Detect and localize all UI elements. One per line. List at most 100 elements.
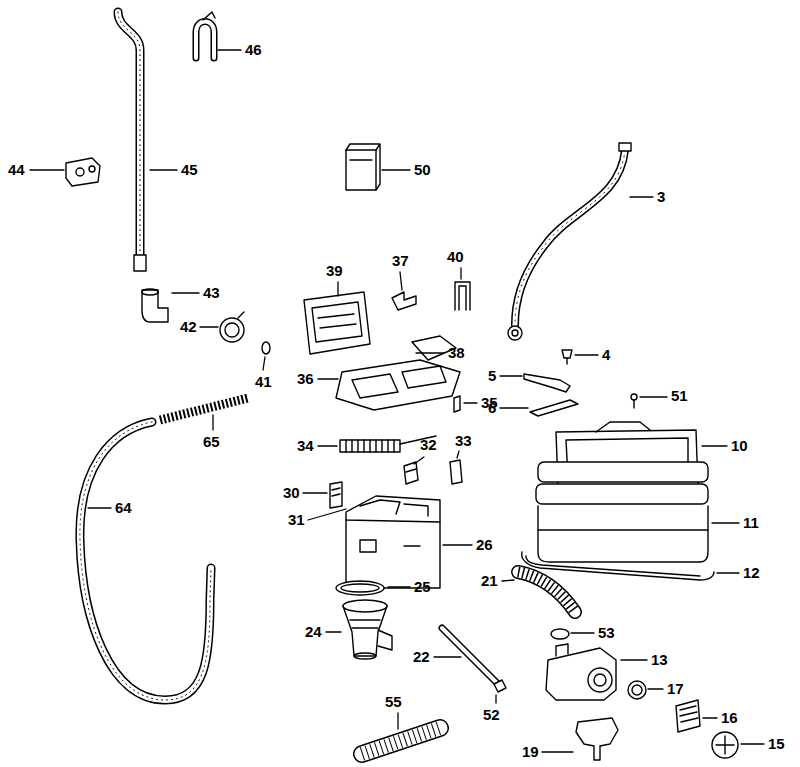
insert: [332, 488, 340, 496]
callout-number: 5: [488, 367, 496, 384]
hose-clamp: [66, 158, 100, 186]
brush: [346, 440, 394, 452]
callout-number: 65: [203, 433, 220, 450]
callout-number: 30: [283, 484, 300, 501]
ring: [336, 581, 384, 595]
callout-number: 32: [420, 436, 437, 453]
dispenser-panel: [304, 292, 370, 354]
inlet-hose: [508, 326, 522, 340]
leader-lines: [741, 743, 764, 744]
o-ring: [551, 629, 569, 639]
callout-number: 22: [413, 648, 430, 665]
callout-number: 12: [743, 564, 760, 581]
callout-number: 11: [743, 514, 759, 531]
leader-lines: [303, 492, 327, 493]
knob-small: [562, 350, 572, 364]
funnel: [343, 600, 387, 612]
leader-lines: [263, 357, 265, 370]
sump-hose: [518, 572, 575, 612]
leader-lines: [495, 695, 496, 703]
tub-bellows: [536, 462, 708, 562]
seal: [262, 342, 270, 354]
sump-hose: [518, 572, 575, 612]
leader-lines: [397, 713, 398, 729]
pump-filter: [676, 700, 700, 732]
callout-number: 52: [483, 706, 500, 723]
inlet-hose: [515, 150, 625, 325]
screw: [631, 394, 637, 408]
callout-number: 43: [203, 284, 220, 301]
callout-number: 44: [8, 161, 25, 178]
inlet-hose: [512, 330, 518, 336]
dispenser-panel: [312, 302, 362, 342]
inlet-hose: [515, 150, 625, 325]
pump-bracket: [576, 718, 618, 760]
callout-number: 41: [255, 373, 272, 390]
clip: [454, 396, 460, 412]
callout-number: 26: [476, 536, 493, 553]
insert: [450, 460, 462, 484]
drain-hose: [118, 12, 140, 262]
dispenser-box: [346, 496, 440, 588]
tub-bellows: [538, 529, 708, 530]
brush: [340, 440, 400, 452]
leader-lines: [172, 292, 199, 293]
dispenser-panel: [318, 314, 356, 328]
leader-lines: [500, 407, 528, 408]
ring: [632, 685, 642, 695]
sump-hose: [518, 572, 575, 612]
insert: [330, 482, 342, 508]
ring: [628, 681, 646, 699]
hose-hook: [203, 12, 215, 20]
callout-number: 17: [667, 680, 684, 697]
leader-lines: [30, 50, 764, 752]
ring: [220, 312, 244, 342]
ring: [238, 312, 244, 318]
insert: [330, 482, 342, 508]
hose: [80, 422, 211, 700]
filter-box: [346, 144, 380, 190]
lever: [524, 374, 570, 392]
hose: [80, 422, 211, 700]
leader-lines: [326, 631, 341, 632]
leader-lines: [414, 457, 424, 464]
leader-lines: [464, 402, 477, 403]
leader-lines: [400, 272, 402, 290]
hose-hook: [196, 22, 214, 59]
dispenser-box: [360, 540, 420, 552]
callout-number: 45: [181, 161, 198, 178]
screw: [633, 400, 634, 408]
callout-number: 21: [481, 572, 498, 589]
leader-lines: [218, 49, 241, 50]
dispenser-box: [346, 496, 440, 522]
filter-box: [346, 144, 380, 190]
hose-clamp: [89, 166, 95, 172]
lever: [524, 374, 570, 392]
sump-hose: [518, 572, 575, 612]
bracket: [392, 292, 416, 310]
callout-number: 4: [602, 346, 610, 363]
dispenser-box: [360, 500, 428, 516]
funnel: [343, 600, 392, 659]
drain-hose: [134, 255, 146, 271]
leader-lines: [212, 415, 213, 430]
u-clip: [455, 282, 470, 310]
drain-hose: [118, 12, 140, 262]
insert: [404, 462, 418, 484]
tub-bellows: [536, 484, 708, 504]
u-clip: [455, 282, 470, 310]
callout-number: 36: [297, 370, 314, 387]
tub-bellows: [538, 506, 708, 562]
screw: [631, 394, 637, 400]
funnel: [354, 653, 376, 659]
filter-box: [346, 150, 376, 190]
callout-number: 19: [522, 743, 539, 760]
drain-hose: [118, 12, 146, 271]
callout-number: 50: [414, 161, 431, 178]
tub-top: [596, 422, 650, 432]
knob-small: [566, 358, 567, 364]
o-ring: [551, 629, 569, 639]
gasket: [522, 552, 714, 580]
ring: [341, 584, 379, 592]
